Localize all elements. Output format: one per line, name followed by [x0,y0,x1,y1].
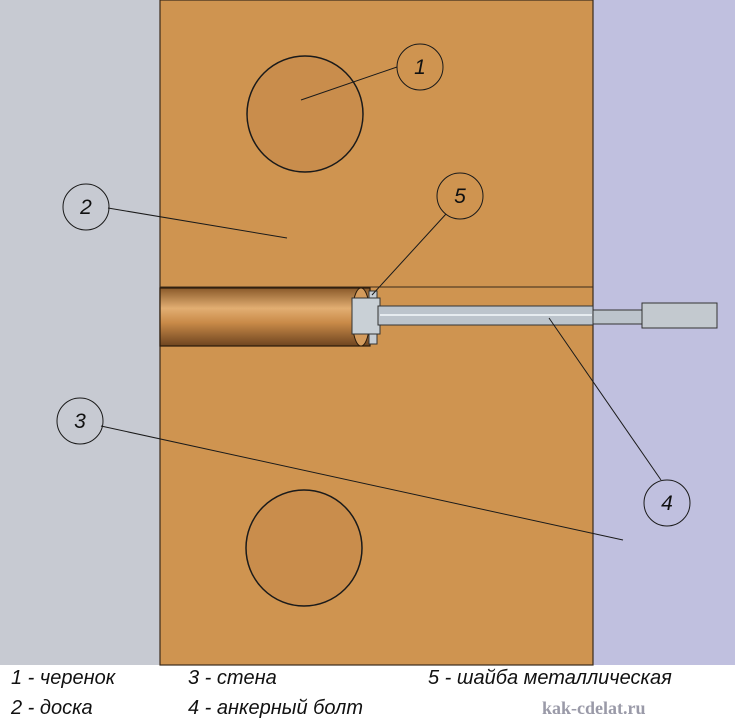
legend-item-3: 3 - стена [188,667,277,689]
callout-5: 5 [436,172,484,220]
svg-text:5: 5 [454,185,466,208]
wall-left [0,0,160,665]
legend-item-4: 4 - анкерный болт [188,697,363,719]
dowel-top [246,55,364,173]
leader-2 [107,207,288,239]
svg-text:1: 1 [414,56,426,79]
legend-item-5: 5 - шайба металлическая [428,667,672,689]
legend-item-1: 1 - черенок [11,667,116,689]
dowel-bottom [245,489,363,607]
wall-right [593,0,735,665]
svg-text:3: 3 [74,410,86,433]
svg-text:4: 4 [661,492,673,515]
bolt-head [351,297,381,335]
watermark: kak-cdelat.ru [542,698,646,718]
callout-3: 3 [56,397,104,445]
bolt-rod-in-wall [592,309,644,325]
callout-1: 1 [396,43,444,91]
legend-item-2: 2 - доска [11,697,93,719]
callout-2: 2 [62,183,110,231]
leader-3 [100,425,624,541]
bolt-end [641,302,718,329]
anchor-sleeve [159,287,371,347]
svg-text:2: 2 [79,196,92,219]
callout-4: 4 [643,479,691,527]
leader-1 [300,66,398,101]
leader-4 [548,317,662,481]
leader-5 [371,213,447,296]
